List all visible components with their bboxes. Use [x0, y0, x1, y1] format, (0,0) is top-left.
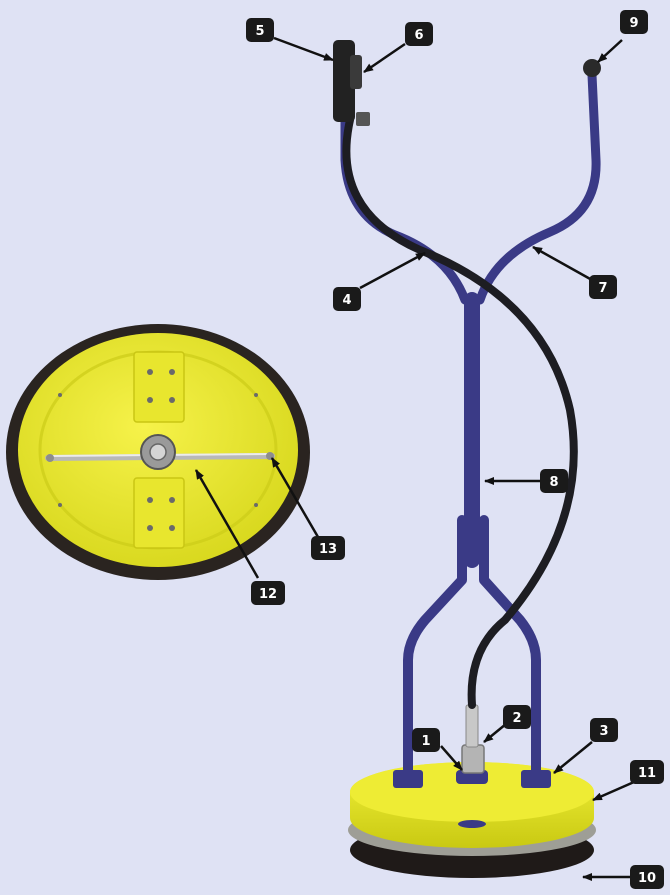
callout-1: 1 [412, 728, 440, 752]
arrow-7 [533, 247, 592, 280]
trigger-gun [333, 40, 370, 126]
callout-12-number: 12 [259, 587, 277, 602]
callout-4: 4 [333, 287, 361, 311]
gun-coupler [356, 112, 370, 126]
callout-10-number: 10 [638, 871, 656, 886]
callout-9: 9 [620, 10, 648, 34]
callout-1-number: 1 [421, 734, 430, 749]
callout-13: 13 [311, 536, 345, 560]
swivel [462, 745, 484, 773]
hose-fitting [466, 705, 478, 747]
callout-9-number: 9 [629, 16, 638, 31]
callout-8: 8 [540, 469, 568, 493]
callout-11: 11 [630, 760, 664, 784]
callout-3: 3 [590, 718, 618, 742]
trigger-valve [350, 55, 362, 89]
callout-10: 10 [630, 865, 664, 889]
callout-5-number: 5 [255, 24, 264, 39]
nozzle-left [46, 454, 54, 462]
arrow-4 [360, 253, 425, 288]
callout-11-number: 11 [638, 766, 656, 781]
callout-8-number: 8 [549, 475, 558, 490]
arrow-9 [598, 40, 622, 62]
callout-2: 2 [503, 705, 531, 729]
callout-4-number: 4 [342, 293, 351, 308]
hose [346, 120, 573, 705]
arrow-3 [554, 742, 592, 773]
arrow-2 [484, 724, 506, 742]
callout-5: 5 [246, 18, 274, 42]
arrow-6 [364, 44, 405, 72]
cleaner-underside-view [6, 324, 310, 580]
underside-rib-upper [134, 352, 184, 422]
surface-cleaner-assembly [333, 40, 601, 878]
callout-7: 7 [589, 275, 617, 299]
arrow-5 [274, 38, 333, 60]
callout-12: 12 [251, 581, 285, 605]
right-handle [480, 75, 596, 300]
callout-6: 6 [405, 22, 433, 46]
callout-7-number: 7 [598, 281, 607, 296]
callout-6-number: 6 [414, 28, 423, 43]
callout-2-number: 2 [512, 711, 521, 726]
underside-rib-lower [134, 478, 184, 548]
callout-3-number: 3 [599, 724, 608, 739]
spray-bar-hub-inner [150, 444, 166, 460]
arrow-11 [593, 782, 634, 800]
callout-13-number: 13 [319, 542, 337, 557]
deck-badge [458, 820, 486, 828]
